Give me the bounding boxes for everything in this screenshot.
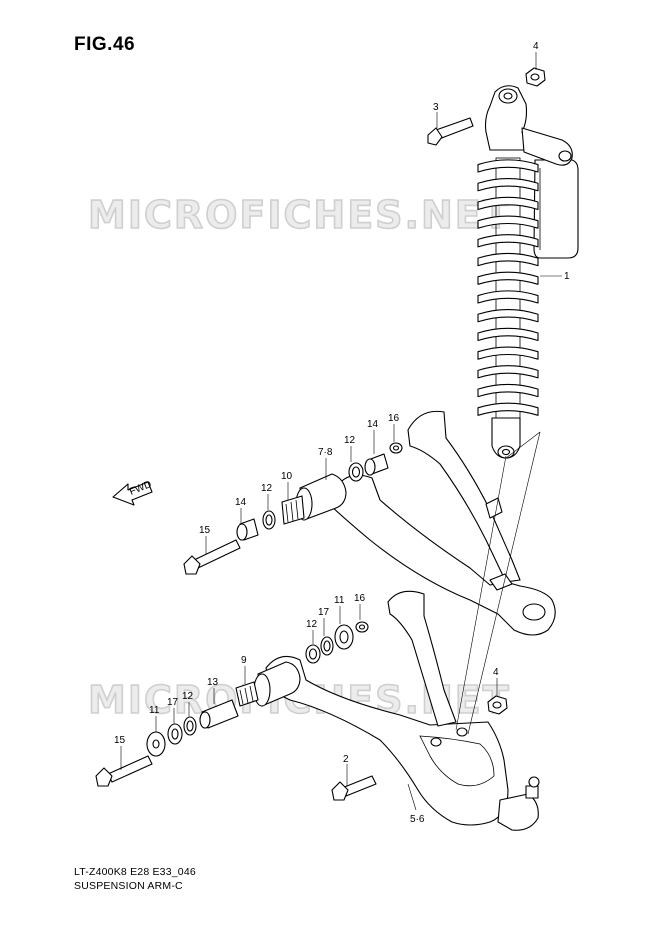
nut-4-top — [525, 67, 546, 87]
washer-12-upper-left — [262, 510, 276, 530]
callout-9: 9 — [241, 655, 247, 666]
spring-coil — [477, 383, 539, 398]
spring-coil — [477, 327, 539, 342]
callout-10: 10 — [281, 471, 293, 482]
collar-13 — [199, 699, 239, 729]
washer-12-lower-left — [183, 716, 197, 736]
callout-12-upper-left: 12 — [261, 483, 273, 494]
lower-arm — [253, 590, 540, 831]
callout-4-top: 4 — [533, 41, 539, 52]
spring-coil — [477, 402, 539, 416]
bushing-9 — [235, 681, 259, 707]
callout-7-8: 7·8 — [318, 447, 333, 458]
callout-12-lower-right: 12 — [306, 619, 318, 630]
washer-12-upper-right — [348, 462, 364, 482]
bushing-10 — [281, 495, 305, 525]
collar-14-upper-left — [236, 518, 259, 541]
callout-11-lower-right: 11 — [334, 595, 345, 606]
shock-absorber — [477, 85, 579, 459]
callouts: 4 3 1 2 4 5·6 7·8 9 10 11 11 12 12 12 12… — [114, 41, 570, 825]
figure-name: SUSPENSION ARM-C — [74, 880, 183, 892]
figure-title: FIG.46 — [74, 34, 136, 55]
spring-coil — [477, 196, 539, 211]
spring-coil — [477, 252, 539, 267]
spring-coil — [477, 290, 539, 304]
cap-16-upper — [389, 442, 403, 454]
callout-13: 13 — [207, 677, 219, 688]
callout-4-lower: 4 — [493, 667, 499, 678]
spring-coil — [477, 178, 539, 192]
guide-lines — [455, 431, 541, 735]
svg-text:MICROFICHES.NET: MICROFICHES.NET — [88, 193, 511, 237]
spring-coil — [477, 346, 539, 360]
nut-4-lower — [487, 695, 508, 715]
leader-lines — [120, 52, 562, 811]
washer-12-lower-right — [305, 644, 321, 664]
callout-16-upper: 16 — [388, 413, 400, 424]
bolt-15-lower — [95, 755, 153, 787]
collar-14-upper-right — [364, 453, 389, 476]
callout-12-lower-left: 12 — [182, 691, 194, 702]
bolt-15-upper — [183, 539, 241, 575]
callout-2: 2 — [343, 754, 349, 765]
cap-16-lower — [355, 621, 369, 633]
callout-17-lower-left: 17 — [167, 697, 179, 708]
fwd-arrow-icon: FWD — [112, 479, 153, 506]
callout-17-lower-right: 17 — [318, 607, 330, 618]
washer-11-lower-left — [146, 731, 166, 757]
callout-14-upper-right: 14 — [367, 419, 379, 430]
callout-15-lower: 15 — [114, 735, 126, 746]
callout-14-upper-left: 14 — [235, 497, 247, 508]
svg-text:MICROFICHES.NET: MICROFICHES.NET — [88, 193, 511, 237]
washer-11-lower-right — [334, 624, 354, 650]
callout-11-lower-left: 11 — [149, 705, 160, 716]
bolt-3 — [427, 117, 474, 146]
callout-15-upper: 15 — [199, 525, 211, 536]
spring-coil — [477, 159, 539, 173]
callout-12-upper-right: 12 — [344, 435, 356, 446]
model-code: LT-Z400K8 E28 E33_046 — [74, 866, 196, 878]
spring-coil — [477, 271, 539, 285]
spring-coil — [477, 309, 539, 323]
seal-17-lower-left — [167, 723, 183, 745]
callout-3: 3 — [433, 102, 439, 113]
watermark-top: MICROFICHES.NET MICROFICHES.NET — [87, 192, 511, 238]
callout-1: 1 — [564, 271, 570, 282]
upper-arm — [295, 410, 556, 636]
spring-coil — [477, 234, 539, 248]
spring-coil — [477, 365, 539, 379]
spring-coil — [477, 215, 539, 229]
callout-5-6: 5·6 — [410, 814, 425, 825]
seal-17-lower-right — [320, 636, 334, 656]
bolt-2 — [331, 775, 377, 801]
callout-16-lower: 16 — [354, 593, 366, 604]
